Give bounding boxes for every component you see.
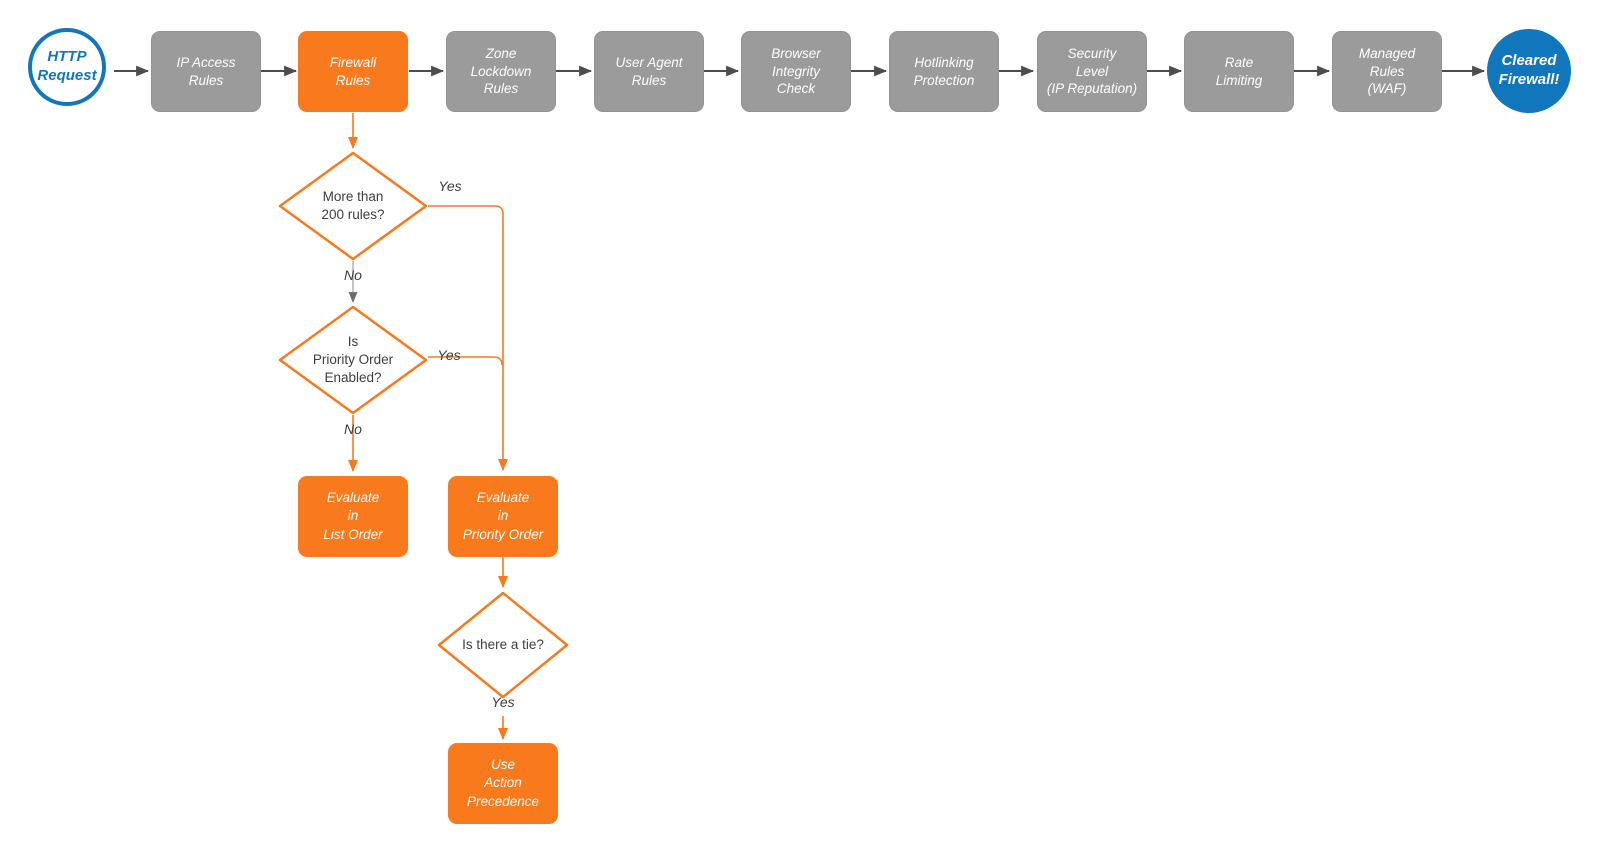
start-node-label: HTTP Request (37, 48, 97, 84)
stage-rate-limiting: Rate Limiting (1184, 31, 1294, 112)
edge-label-no-2: No (344, 421, 362, 437)
stage-managed-rules-waf: Managed Rules (WAF) (1332, 31, 1442, 112)
stage-user-agent-rules: User Agent Rules (594, 31, 704, 112)
stage-zone-lockdown-rules: Zone Lockdown Rules (446, 31, 556, 112)
stage-label: Zone Lockdown Rules (470, 46, 532, 97)
decision-question: Is there a tie? (462, 636, 544, 652)
action-label: Evaluate in List Order (323, 490, 383, 542)
decision-question: More than 200 rules? (321, 188, 385, 222)
edge-label-yes-1: Yes (438, 178, 462, 194)
action-label: Evaluate in Priority Order (462, 490, 544, 542)
decision-question: Is Priority Order Enabled? (312, 333, 394, 386)
decision-priority-order-enabled: Is Priority Order Enabled? (278, 305, 428, 415)
stage-browser-integrity-check: Browser Integrity Check (741, 31, 851, 112)
start-node-http-request: HTTP Request (28, 28, 106, 106)
diamond-shape (278, 151, 428, 261)
action-label: Use Action Precedence (466, 757, 540, 809)
action-evaluate-in-list-order: Evaluate in List Order (298, 476, 408, 557)
stage-label: Hotlinking Protection (913, 54, 975, 88)
decision-more-than-200-rules: More than 200 rules? (278, 151, 428, 261)
stage-label: Browser Integrity Check (771, 46, 821, 97)
stage-label: Firewall Rules (329, 54, 377, 88)
edge-label-yes-2: Yes (437, 347, 461, 363)
diamond-shape (278, 305, 428, 415)
stage-firewall-rules: Firewall Rules (298, 31, 408, 112)
edge-decision1-yes (428, 205, 508, 471)
decision-is-there-a-tie: Is there a tie? (437, 591, 569, 699)
action-evaluate-in-priority-order: Evaluate in Priority Order (448, 476, 558, 557)
end-node-cleared-firewall: Cleared Firewall! (1487, 29, 1571, 113)
stage-label: Managed Rules (WAF) (1358, 46, 1416, 97)
stage-label: IP Access Rules (176, 54, 236, 88)
action-use-action-precedence: Use Action Precedence (448, 743, 558, 824)
stage-label: Rate Limiting (1215, 54, 1263, 88)
stage-label: Security Level (IP Reputation) (1046, 46, 1138, 97)
stage-security-level: Security Level (IP Reputation) (1037, 31, 1147, 112)
stage-hotlinking-protection: Hotlinking Protection (889, 31, 999, 112)
stage-label: User Agent Rules (615, 54, 683, 88)
end-node-label: Cleared Firewall! (1498, 52, 1560, 88)
diamond-shape (437, 591, 569, 699)
stage-ip-access-rules: IP Access Rules (151, 31, 261, 112)
edge-label-no-1: No (344, 267, 362, 283)
edge-label-yes-3: Yes (491, 694, 515, 710)
